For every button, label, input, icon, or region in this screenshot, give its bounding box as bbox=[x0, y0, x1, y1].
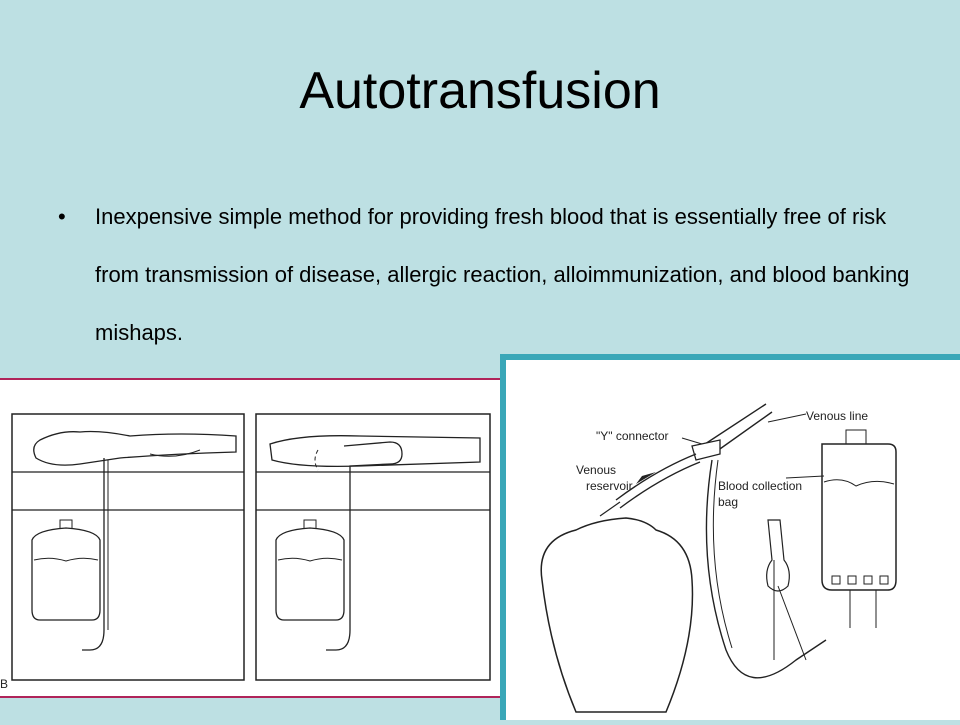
collection-bottle-b bbox=[275, 527, 345, 621]
flow-arrow-reservoir bbox=[636, 472, 656, 484]
venous-reservoir bbox=[540, 517, 694, 713]
bullet-list: • Inexpensive simple method for providin… bbox=[58, 188, 928, 362]
drip-line bbox=[773, 560, 807, 661]
patient-arm-a bbox=[149, 449, 201, 457]
reservoir-neck bbox=[599, 501, 621, 517]
fluid-level-a bbox=[33, 557, 99, 562]
bag-outlets bbox=[849, 590, 877, 628]
bag-hanger bbox=[845, 429, 867, 444]
panel-b-frame bbox=[255, 413, 491, 681]
slide-title: Autotransfusion bbox=[299, 62, 661, 120]
drip-chamber bbox=[766, 519, 790, 592]
panel-label: B bbox=[0, 677, 8, 691]
patient-figure-b bbox=[269, 435, 481, 468]
panel-a-frame bbox=[11, 413, 245, 681]
patient-figure-a bbox=[33, 430, 237, 466]
tube-to-bag bbox=[705, 459, 827, 679]
blood-collection-bag bbox=[821, 443, 897, 591]
bag-port-4 bbox=[879, 575, 889, 585]
label-blood-bag-2: bag bbox=[718, 495, 738, 509]
tube-to-bag-inner bbox=[712, 459, 733, 649]
bag-fluid-level bbox=[823, 479, 895, 487]
label-y-connector: "Y" connector bbox=[596, 429, 669, 443]
venous-line-pointer bbox=[767, 413, 807, 423]
chest-tube-a bbox=[82, 458, 105, 651]
bag-port-2 bbox=[847, 575, 857, 585]
bottle-cap-a bbox=[59, 519, 73, 528]
bag-pointer bbox=[785, 475, 825, 479]
label-venous-line: Venous line bbox=[806, 409, 868, 423]
bag-port-1 bbox=[831, 575, 841, 585]
bag-port-3 bbox=[863, 575, 873, 585]
autotransfusion-circuit-figure: "Y" connector Venous line Venous reservo… bbox=[500, 354, 960, 720]
y-connector-pointer bbox=[681, 437, 703, 445]
fluid-level-b bbox=[277, 557, 343, 562]
label-venous-reservoir-2: reservoir bbox=[586, 479, 633, 493]
bottle-cap-b bbox=[303, 519, 317, 528]
autotransfusion-drainage-figure: B bbox=[0, 378, 504, 698]
y-connector bbox=[691, 439, 721, 461]
tube-to-reservoir bbox=[615, 453, 701, 509]
chest-tube-b bbox=[326, 441, 403, 651]
incision-b bbox=[314, 449, 319, 471]
bullet-glyph: • bbox=[58, 204, 66, 229]
circuit-illustration: "Y" connector Venous line Venous reservo… bbox=[540, 403, 897, 713]
collection-bottle-a bbox=[31, 527, 101, 621]
bed-lines-a bbox=[12, 471, 244, 511]
bullet-text: Inexpensive simple method for providing … bbox=[95, 204, 910, 345]
bullet-item: • Inexpensive simple method for providin… bbox=[58, 188, 928, 362]
label-venous-reservoir-1: Venous bbox=[576, 463, 616, 477]
drainage-illustration: B bbox=[0, 413, 491, 691]
label-blood-bag-1: Blood collection bbox=[718, 479, 802, 493]
bed-lines-b bbox=[256, 471, 490, 511]
